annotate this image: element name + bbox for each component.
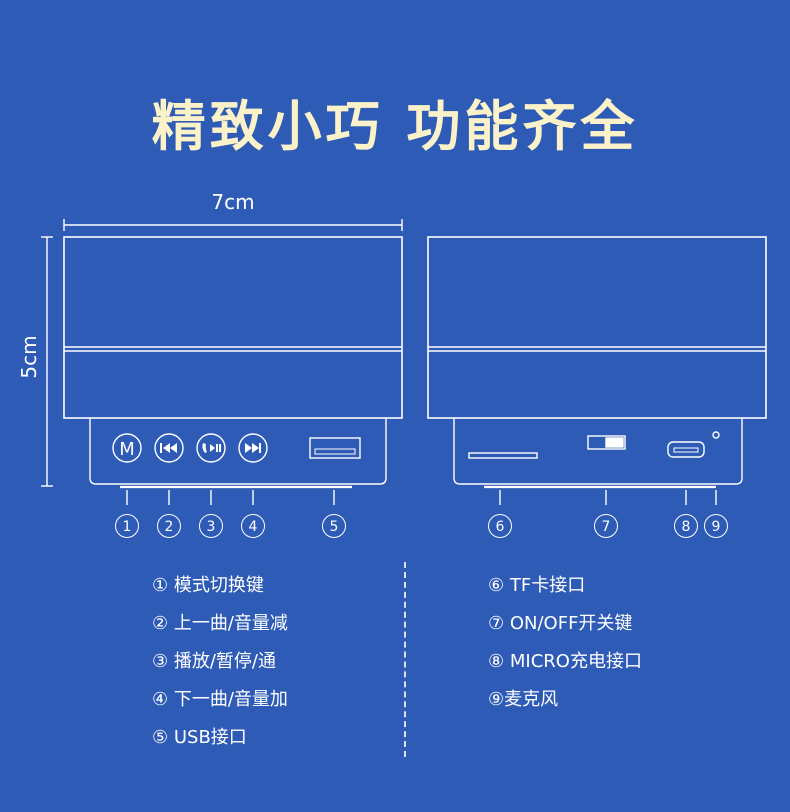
mode-button-label: M bbox=[119, 439, 135, 460]
legend-item-switch: ⑦ ON/OFF开关键 bbox=[488, 613, 633, 634]
micro-usb-port-icon bbox=[667, 441, 705, 458]
legend-left: ① 模式切换键 ② 上一曲/音量减 ③ 播放/暂停/通 ④ 下一曲/音量加 ⑤ … bbox=[152, 572, 288, 762]
callout-1: 1 bbox=[115, 514, 139, 538]
back-speaker-view bbox=[427, 236, 767, 505]
legend-item-mic: ⑨麦克风 bbox=[488, 689, 559, 710]
legend-item-play: ③ 播放/暂停/通 bbox=[152, 651, 276, 672]
callout-8: 8 bbox=[674, 514, 698, 538]
play-pause-icon bbox=[202, 443, 221, 453]
callout-2: 2 bbox=[157, 514, 181, 538]
next-icon bbox=[245, 443, 261, 453]
play-pause-button bbox=[196, 433, 226, 463]
callout-5: 5 bbox=[322, 514, 346, 538]
front-speaker-view bbox=[63, 236, 403, 505]
prev-button bbox=[154, 433, 184, 463]
callout-7: 7 bbox=[594, 514, 618, 538]
legend-item-prev: ② 上一曲/音量减 bbox=[152, 613, 288, 634]
legend-item-next: ④ 下一曲/音量加 bbox=[152, 689, 288, 710]
legend-item-micro: ⑧ MICRO充电接口 bbox=[488, 651, 642, 672]
callout-3: 3 bbox=[199, 514, 223, 538]
prev-icon bbox=[160, 443, 177, 453]
callout-9: 9 bbox=[704, 514, 728, 538]
legend-item-tf: ⑥ TF卡接口 bbox=[488, 575, 586, 596]
power-switch-icon bbox=[587, 435, 626, 450]
legend-right: ⑥ TF卡接口 ⑦ ON/OFF开关键 ⑧ MICRO充电接口 ⑨麦克风 bbox=[488, 572, 642, 724]
legend-item-usb: ⑤ USB接口 bbox=[152, 727, 247, 748]
next-button bbox=[238, 433, 268, 463]
legend-item-mode: ① 模式切换键 bbox=[152, 575, 264, 596]
mode-button bbox=[112, 433, 142, 463]
page-title: 精致小巧 功能齐全 bbox=[151, 95, 639, 158]
callout-6: 6 bbox=[488, 514, 512, 538]
tf-card-slot-icon bbox=[468, 452, 538, 459]
microphone-hole-icon bbox=[712, 431, 720, 439]
legend-divider bbox=[404, 562, 406, 757]
usb-port-icon bbox=[309, 437, 361, 459]
callout-4: 4 bbox=[241, 514, 265, 538]
width-dimension-label: 7cm bbox=[211, 190, 255, 214]
